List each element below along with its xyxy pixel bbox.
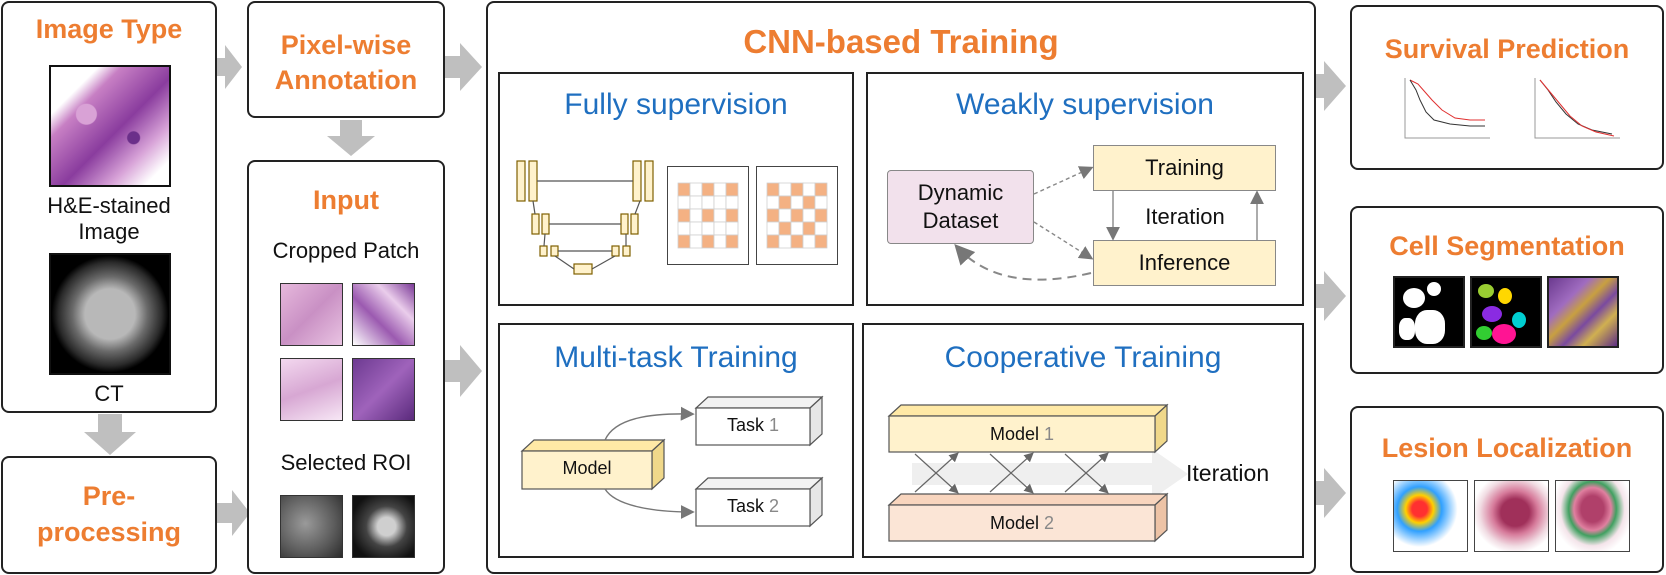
arrow-preprocessing-to-input — [212, 490, 250, 536]
fully-supervision-title: Fully supervision — [564, 88, 788, 121]
task1-word: Task — [726, 415, 764, 435]
grid-cell — [814, 234, 828, 249]
dynamic-dataset-node: Dynamic Dataset — [887, 170, 1034, 244]
cooperative-iteration-label: Iteration — [1186, 460, 1270, 486]
task1-number: 1 — [769, 415, 780, 435]
segmentation-mask-binary — [1393, 276, 1465, 348]
input-panel: Input Cropped Patch Selected ROI — [247, 160, 445, 574]
ct-image — [49, 253, 171, 375]
multitask-title: Multi-task Training — [554, 341, 798, 374]
ct-label: CT — [94, 381, 124, 406]
inference-node: Inference — [1093, 240, 1276, 286]
patch-thumbnail-2 — [352, 283, 415, 346]
model1-word: Model — [989, 424, 1039, 444]
task2-word: Task — [726, 496, 764, 516]
training-label: Training — [1145, 155, 1224, 180]
dense-grid-cells — [766, 182, 828, 249]
selected-roi-label: Selected ROI — [280, 450, 412, 475]
segmentation-overlay — [1547, 276, 1619, 348]
grid-cell — [725, 234, 739, 249]
image-type-title: Image Type — [35, 14, 183, 44]
task2-number: 2 — [769, 496, 780, 516]
multitask-model-label: Model — [562, 458, 612, 478]
iteration-arrow — [912, 449, 1188, 499]
model2-number: 2 — [1044, 513, 1055, 533]
cooperative-title: Cooperative Training — [944, 341, 1222, 374]
preprocessing-panel: Pre- processing — [1, 456, 217, 574]
model1-number: 1 — [1044, 424, 1055, 444]
he-label-line2: Image — [78, 219, 140, 244]
arrow-imagetype-to-annotation — [210, 45, 242, 89]
cnn-title: CNN-based Training — [743, 23, 1059, 60]
arrow-imagetype-to-preprocessing — [84, 414, 136, 455]
model2-label: Model 2 — [889, 513, 1155, 534]
dynamic-dataset-line1: Dynamic — [917, 180, 1004, 205]
cropped-patch-label: Cropped Patch — [272, 238, 420, 263]
lesion-heatmap-1 — [1393, 480, 1468, 552]
lesion-heatmap-3 — [1555, 480, 1630, 552]
arrow-cnn-to-survival — [1304, 61, 1346, 111]
survival-prediction-title: Survival Prediction — [1384, 34, 1630, 64]
preprocessing-line1: Pre- — [82, 481, 136, 511]
arrow-input-to-cnn — [440, 345, 482, 397]
preprocessing-line2: processing — [36, 517, 182, 547]
cell-segmentation-title: Cell Segmentation — [1389, 231, 1625, 261]
survival-prediction-panel: Survival Prediction — [1350, 5, 1664, 170]
patch-thumbnail-1 — [280, 283, 343, 346]
patch-thumbnail-4 — [352, 358, 415, 421]
model1-label: Model 1 — [889, 424, 1155, 445]
input-title: Input — [313, 185, 379, 215]
arrow-annotation-to-input — [327, 120, 375, 156]
lesion-heatmap-2 — [1474, 480, 1549, 552]
annotation-panel: Pixel-wise Annotation — [247, 1, 445, 118]
lesion-localization-title: Lesion Localization — [1381, 433, 1633, 463]
training-node: Training — [1093, 145, 1276, 191]
task2-label: Task 2 — [696, 496, 810, 517]
weakly-supervision-title: Weakly supervision — [956, 88, 1214, 121]
roi-thumbnail-1 — [280, 495, 343, 558]
arrow-cnn-to-lesion — [1304, 468, 1346, 518]
inference-label: Inference — [1138, 250, 1231, 275]
he-stained-image — [49, 65, 171, 187]
arrow-cnn-to-segmentation — [1304, 271, 1346, 321]
arrow-annotation-to-cnn — [440, 43, 482, 91]
annotation-line1: Pixel-wise — [280, 30, 412, 60]
image-type-panel: Image Type H&E-stained Image CT — [1, 1, 217, 413]
roi-thumbnail-2 — [352, 495, 415, 558]
patch-thumbnail-3 — [280, 358, 343, 421]
he-label-line1: H&E-stained — [47, 193, 171, 218]
annotation-line2: Annotation — [274, 65, 418, 95]
weakly-iteration-label: Iteration — [1145, 204, 1225, 229]
model2-word: Model — [989, 513, 1039, 533]
dynamic-dataset-line2: Dataset — [922, 208, 999, 233]
segmentation-mask-instances — [1470, 276, 1542, 348]
sparse-grid-cells — [677, 182, 739, 249]
task1-label: Task 1 — [696, 415, 810, 436]
